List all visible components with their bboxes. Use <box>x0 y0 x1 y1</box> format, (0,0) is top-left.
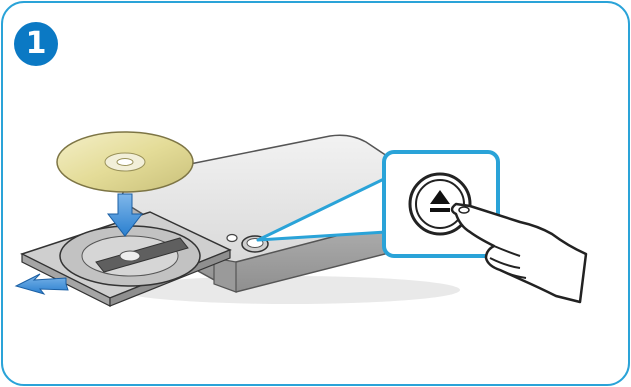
down-arrow-icon <box>106 193 144 237</box>
left-arrow-icon <box>14 273 69 295</box>
disc-tray <box>20 211 232 307</box>
step-number-badge: 1 <box>14 22 58 66</box>
eject-icon[interactable] <box>408 172 472 236</box>
disc-icon <box>56 131 194 193</box>
hand-pointer-icon <box>450 202 588 304</box>
